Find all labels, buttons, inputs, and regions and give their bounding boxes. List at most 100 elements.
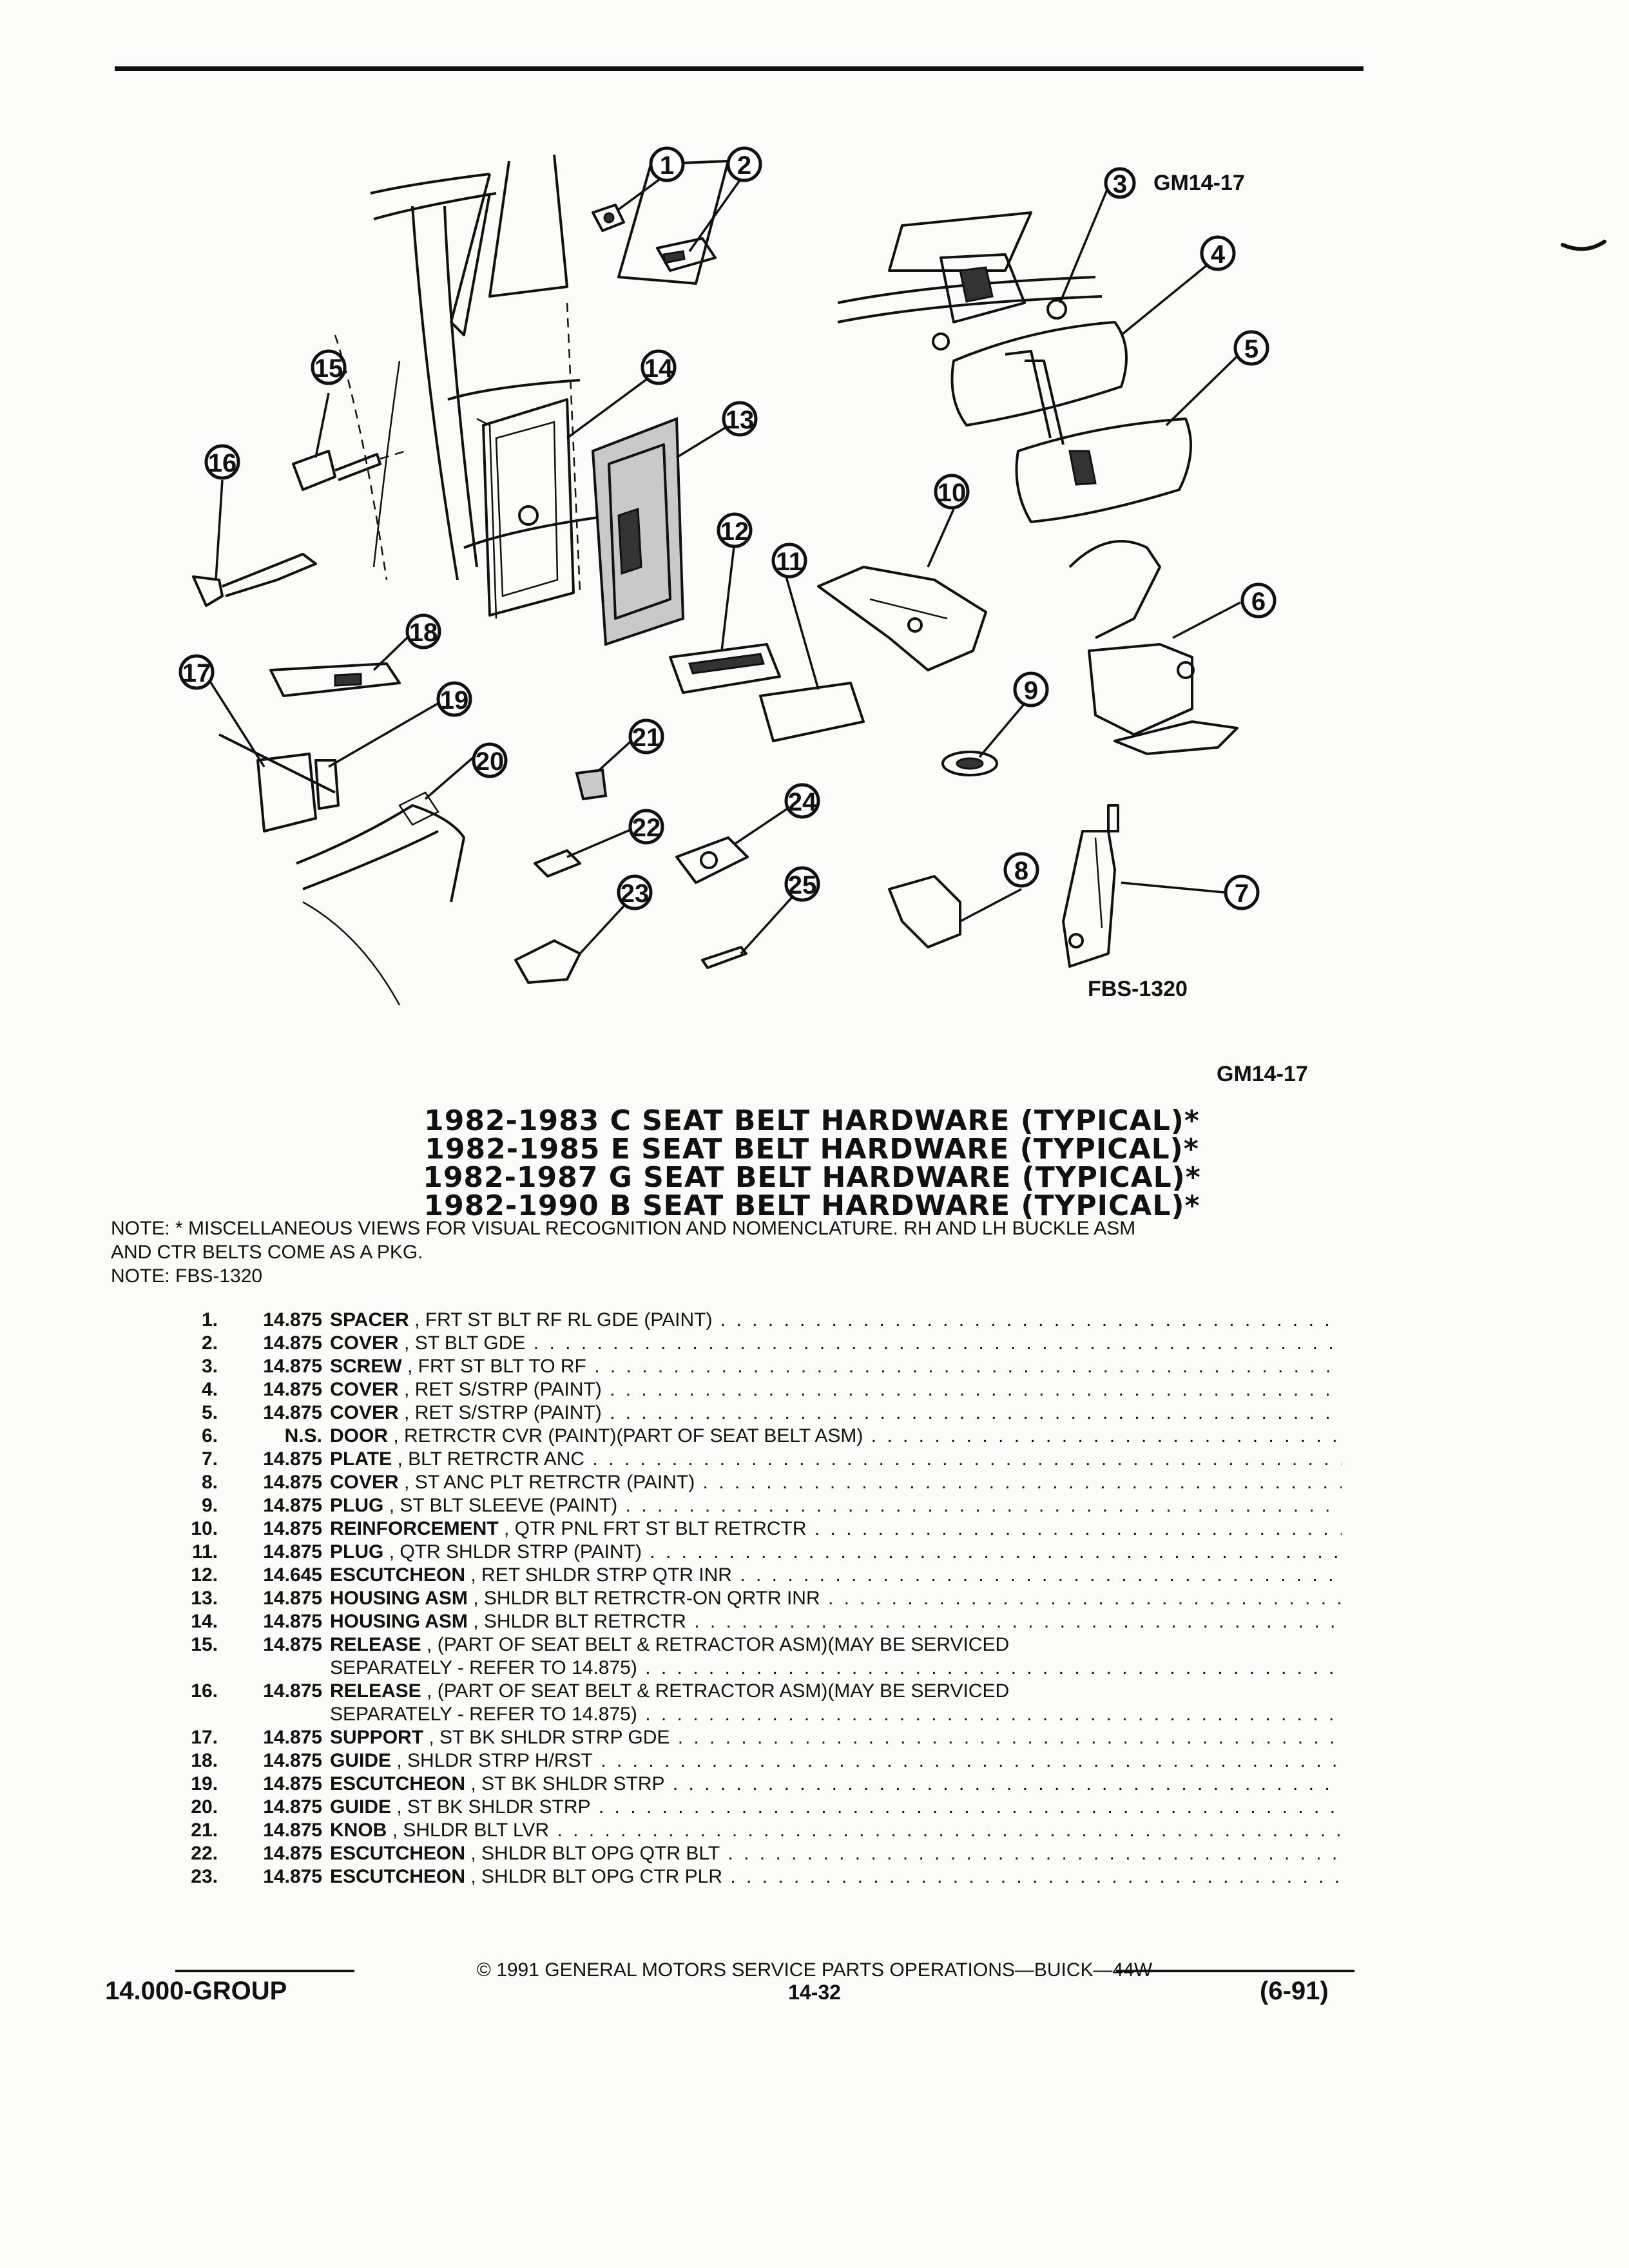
- part-number: 6.: [201, 1425, 218, 1446]
- footer-rule: [175, 1970, 354, 1972]
- part-name: RELEASE: [330, 1634, 421, 1655]
- part-number: 18.: [191, 1750, 218, 1771]
- part-number: 19.: [191, 1773, 218, 1794]
- svg-text:21: 21: [632, 724, 661, 752]
- part-detail: , BLT RETRCTR ANC: [397, 1448, 585, 1470]
- part-description: PLATE , BLT RETRCTR ANC . . . . . . . . …: [330, 1448, 1342, 1471]
- figure-code-label: FBS-1320: [1088, 977, 1188, 1001]
- part-name: SUPPORT: [330, 1727, 424, 1748]
- svg-text:18: 18: [409, 619, 438, 647]
- dot-leader: . . . . . . . . . . . . . . . . . . . . …: [702, 1472, 1342, 1493]
- dot-leader: . . . . . . . . . . . . . . . . . . . . …: [728, 1843, 1342, 1864]
- part-name: COVER: [330, 1379, 399, 1400]
- group-number: N.S.: [284, 1425, 322, 1446]
- revision-date: (6-91): [1260, 1977, 1329, 2005]
- part-detail: , QTR SHLDR STRP (PAINT): [389, 1541, 642, 1562]
- svg-text:16: 16: [208, 449, 237, 477]
- svg-text:25: 25: [788, 871, 817, 899]
- callout-25: 25: [784, 866, 820, 902]
- callout-3: 3: [1104, 167, 1136, 199]
- dot-leader: . . . . . . . . . . . . . . . . . . . . …: [720, 1309, 1342, 1331]
- section-title: 1982-1987 G SEAT BELT HARDWARE (TYPICAL)…: [423, 1161, 1201, 1194]
- figure-code-label: GM14-17: [1217, 1062, 1308, 1086]
- callout-2: 2: [726, 146, 762, 182]
- margin-mark: [1561, 240, 1606, 251]
- callout-19: 19: [436, 681, 472, 717]
- dot-leader: . . . . . . . . . . . . . . . . . . . . …: [677, 1727, 1342, 1748]
- callout-20: 20: [472, 742, 508, 778]
- callout-12: 12: [717, 512, 753, 548]
- part-number: 10.: [191, 1518, 218, 1539]
- part-detail: , SHLDR BLT OPG CTR PLR: [470, 1866, 723, 1887]
- svg-text:2: 2: [737, 151, 751, 180]
- part-detail: , ST BK SHLDR STRP: [396, 1796, 591, 1818]
- part-detail: , ST BK SHLDR STRP: [470, 1773, 665, 1794]
- part-description: ESCUTCHEON , RET SHLDR STRP QTR INR . . …: [330, 1564, 1342, 1587]
- group-number: 14.875: [263, 1309, 322, 1331]
- part-name: ESCUTCHEON: [330, 1773, 466, 1794]
- dot-leader: . . . . . . . . . . . . . . . . . . . . …: [740, 1564, 1342, 1586]
- part-number: 5.: [201, 1402, 218, 1423]
- section-titles: 1982-1983 C SEAT BELT HARDWARE (TYPICAL)…: [258, 1107, 1366, 1220]
- group-number: 14.875: [263, 1773, 322, 1794]
- part-name: HOUSING ASM: [330, 1588, 468, 1609]
- section-title: 1982-1985 E SEAT BELT HARDWARE (TYPICAL)…: [425, 1133, 1199, 1166]
- group-number: 14.875: [263, 1472, 322, 1493]
- part-name: GUIDE: [330, 1796, 392, 1818]
- part-name: PLUG: [330, 1541, 384, 1562]
- part-description: COVER , ST ANC PLT RETRCTR (PAINT) . . .…: [330, 1471, 1342, 1494]
- notes-block: NOTE: * MISCELLANEOUS VIEWS FOR VISUAL R…: [111, 1216, 1400, 1288]
- dot-leader: . . . . . . . . . . . . . . . . . . . . …: [672, 1773, 1342, 1794]
- part-description: REINFORCEMENT , QTR PNL FRT ST BLT RETRC…: [330, 1517, 1342, 1541]
- part-detail: , (PART OF SEAT BELT & RETRACTOR ASM)(MA…: [427, 1634, 1010, 1655]
- svg-text:9: 9: [1024, 677, 1038, 705]
- retractor-housing-on-quarter-13: [591, 417, 685, 646]
- part-number: 12.: [191, 1564, 218, 1586]
- quarter-panel-reinforcement-10: [817, 566, 987, 671]
- dot-leader: . . . . . . . . . . . . . . . . . . . . …: [827, 1588, 1342, 1609]
- svg-text:22: 22: [632, 814, 661, 842]
- group-number: 14.875: [263, 1796, 322, 1818]
- part-detail: , ST BLT SLEEVE (PAINT): [389, 1495, 618, 1516]
- section-title: 1982-1983 C SEAT BELT HARDWARE (TYPICAL)…: [424, 1104, 1200, 1137]
- callout-22: 22: [628, 809, 664, 845]
- roof-rail-assembly: [837, 211, 1103, 351]
- callout-7: 7: [1224, 874, 1260, 910]
- part-name: ESCUTCHEON: [330, 1866, 466, 1887]
- part-detail: , QTR PNL FRT ST BLT RETRCTR: [504, 1518, 807, 1539]
- note-line: NOTE: FBS-1320: [111, 1265, 263, 1287]
- dot-leader: . . . . . . . . . . . . . . . . . . . . …: [610, 1402, 1342, 1423]
- part-number: 15.: [191, 1634, 218, 1655]
- dot-leader: . . . . . . . . . . . . . . . . . . . . …: [625, 1495, 1342, 1516]
- parts-list-row: 6.N.S.DOOR , RETRCTR CVR (PAINT)(PART OF…: [129, 1425, 1342, 1448]
- dot-leader: . . . . . . . . . . . . . . . . . . . . …: [592, 1448, 1342, 1470]
- part-detail: , FRT ST BLT RF RL GDE (PAINT): [414, 1309, 713, 1331]
- part-description: ESCUTCHEON , ST BK SHLDR STRP . . . . . …: [330, 1773, 1342, 1796]
- part-name: HOUSING ASM: [330, 1611, 468, 1632]
- part-description: GUIDE , SHLDR STRP H/RST . . . . . . . .…: [330, 1749, 1342, 1773]
- part-number: 21.: [191, 1820, 218, 1841]
- callout-14: 14: [641, 349, 677, 385]
- part-detail: , ST BK SHLDR STRP GDE: [429, 1727, 670, 1748]
- part-name: COVER: [330, 1332, 399, 1354]
- part-name: REINFORCEMENT: [330, 1518, 499, 1539]
- group-number: 14.875: [263, 1541, 322, 1562]
- part-detail: , RET SHLDR STRP QTR INR: [470, 1564, 732, 1586]
- group-number: 14.875: [263, 1402, 322, 1423]
- escutcheon-24: [675, 836, 749, 884]
- group-number: 14.875: [263, 1843, 322, 1864]
- svg-text:12: 12: [720, 517, 749, 546]
- escutcheon-center-pillar-23: [514, 939, 581, 984]
- retractor-shoulder-strap-cover-4: [950, 321, 1128, 445]
- callout-21: 21: [628, 718, 664, 754]
- part-name: GUIDE: [330, 1750, 392, 1771]
- part-number: 11.: [191, 1541, 218, 1562]
- dot-leader: . . . . . . . . . . . . . . . . . . . . …: [645, 1657, 1342, 1678]
- group-number: 14.875: [263, 1332, 322, 1354]
